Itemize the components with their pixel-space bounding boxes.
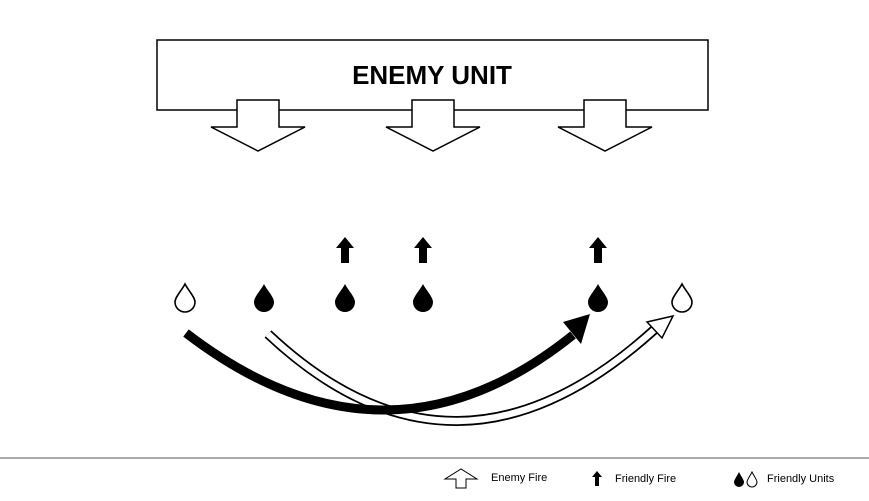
legend-enemy-fire-label: Enemy Fire bbox=[491, 472, 547, 484]
hollow-maneuver-arrow bbox=[264, 314, 675, 426]
friendly-unit-filled bbox=[335, 284, 355, 312]
friendly-fire-legend-icon bbox=[592, 471, 602, 486]
solid-maneuver-arrow bbox=[183, 314, 590, 415]
legend-friendly-fire-label: Friendly Fire bbox=[615, 473, 676, 485]
friendly-unit-filled bbox=[413, 284, 433, 312]
friendly-fire-arrow bbox=[336, 237, 354, 263]
friendly-fire-arrow bbox=[589, 237, 607, 263]
legend: Enemy Fire Friendly Fire Friendly Units bbox=[443, 468, 835, 489]
friendly-unit-legend-icon-hollow bbox=[746, 470, 758, 488]
friendly-fire-arrow bbox=[414, 237, 432, 263]
legend-enemy-fire: Enemy Fire bbox=[443, 468, 547, 489]
friendly-unit-filled bbox=[254, 284, 274, 312]
enemy-unit-label: ENEMY UNIT bbox=[352, 60, 512, 90]
enemy-fire-legend-icon bbox=[443, 468, 479, 489]
friendly-fire-arrows bbox=[336, 237, 607, 263]
legend-friendly-units-label: Friendly Units bbox=[767, 473, 835, 485]
friendly-unit-hollow bbox=[174, 283, 196, 313]
friendly-unit-legend-icon-filled bbox=[734, 472, 744, 487]
friendly-units bbox=[174, 283, 693, 313]
friendly-unit-hollow bbox=[671, 283, 693, 313]
legend-friendly-units: Friendly Units bbox=[734, 470, 835, 488]
friendly-unit-filled bbox=[588, 284, 608, 312]
enemy-unit-box bbox=[156, 39, 709, 111]
enemy-fire-arrows bbox=[210, 99, 653, 152]
legend-friendly-fire: Friendly Fire bbox=[592, 471, 676, 486]
